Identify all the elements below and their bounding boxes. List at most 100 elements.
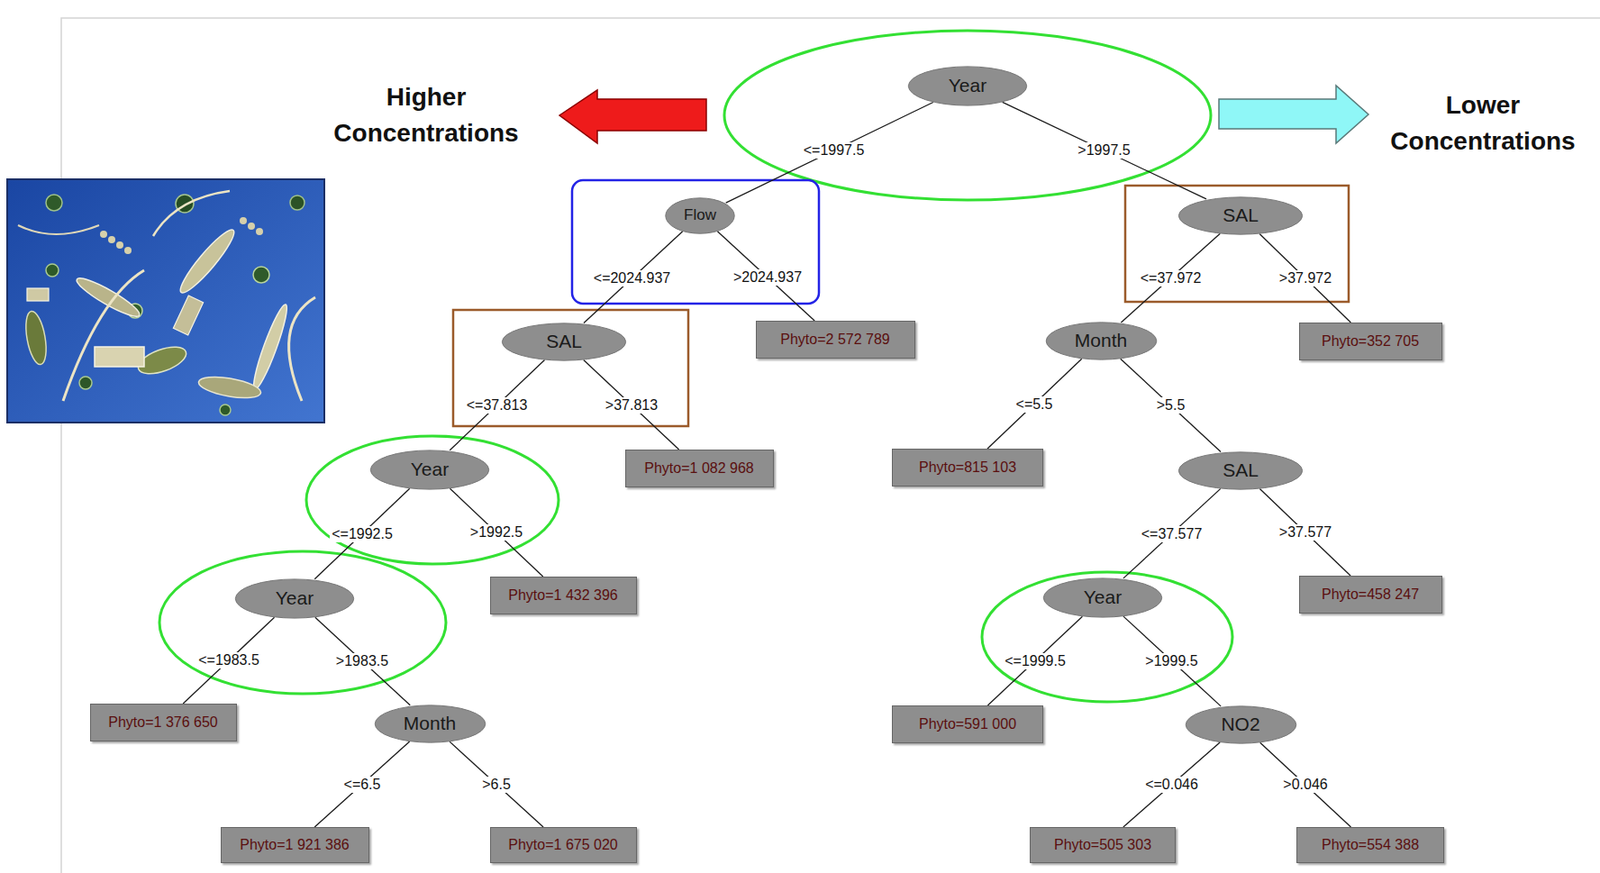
split-condition: <=0.046 [1143, 776, 1200, 793]
split-condition: >37.972 [1277, 270, 1334, 287]
split-condition: <=5.5 [1014, 396, 1055, 413]
split-node: Year [907, 65, 1028, 107]
node-text: Year [948, 74, 987, 97]
split-node: Year [234, 578, 355, 619]
node-text: Phyto=554 388 [1321, 836, 1419, 854]
node-text: Month [1074, 329, 1128, 352]
node-text: Year [1083, 586, 1122, 609]
connector-line [449, 741, 544, 828]
node-text: Phyto=2 572 789 [780, 331, 890, 348]
split-condition: <=1983.5 [196, 652, 262, 669]
node-text: Phyto=591 000 [918, 716, 1017, 733]
connector-line [1120, 233, 1220, 323]
leaf-box: Phyto=815 103 [891, 448, 1044, 487]
split-condition: <=37.813 [464, 397, 530, 414]
connector-line [583, 359, 680, 450]
node-text: Flow [683, 206, 717, 225]
split-condition: >1983.5 [334, 653, 391, 670]
connector-line [1123, 742, 1220, 828]
split-condition: >0.046 [1281, 776, 1329, 793]
split-condition: <=6.5 [342, 776, 383, 793]
highlight-rect [1125, 185, 1349, 302]
leaf-box: Phyto=1 432 396 [490, 576, 637, 615]
split-condition: <=37.972 [1138, 270, 1204, 287]
split-condition: >37.577 [1277, 524, 1334, 541]
split-node: SAL [1177, 451, 1304, 491]
connector-line [1259, 488, 1351, 576]
leaf-box: Phyto=505 303 [1029, 827, 1176, 864]
connector-line [449, 488, 543, 577]
leaf-box: Phyto=591 000 [891, 705, 1044, 744]
split-condition: <=1999.5 [1002, 653, 1068, 670]
connector-line [1259, 234, 1351, 323]
leaf-box: Phyto=1 082 968 [625, 449, 774, 488]
node-text: Year [410, 458, 449, 481]
split-condition: >1999.5 [1143, 653, 1200, 670]
split-node: Month [1045, 321, 1158, 361]
leaf-box: Phyto=458 247 [1299, 575, 1443, 614]
split-condition: <=2024.937 [591, 270, 673, 287]
split-condition: >2024.937 [731, 269, 804, 286]
higher-arrow [559, 90, 707, 144]
split-condition: >6.5 [480, 776, 513, 793]
split-node: NO2 [1184, 705, 1298, 745]
node-text: SAL [545, 330, 582, 353]
node-text: Phyto=505 303 [1054, 836, 1152, 854]
highlight-ellipse [159, 551, 446, 694]
lower-arrow [1218, 85, 1369, 144]
split-condition: >1992.5 [468, 524, 525, 541]
direction-label: Higher Concentrations [318, 79, 535, 152]
connector-line [315, 617, 410, 706]
connector-line [449, 359, 545, 450]
split-node: Year [1042, 577, 1164, 619]
node-text: SAL [1222, 459, 1259, 482]
connector-line [314, 488, 410, 580]
node-text: Month [403, 712, 456, 735]
connector-line [1260, 742, 1352, 828]
split-node: Month [373, 704, 487, 744]
split-node: SAL [500, 322, 628, 362]
split-node: Year [369, 449, 491, 491]
split-condition: >37.813 [603, 397, 660, 414]
connector-line [717, 231, 815, 321]
split-condition: <=1997.5 [801, 142, 867, 159]
connector-line [182, 617, 274, 704]
node-text: Phyto=1 675 020 [508, 836, 618, 854]
connector-line [583, 231, 683, 324]
phytoplankton-picture [7, 179, 325, 423]
highlight-ellipse [306, 436, 559, 564]
highlight-rect [453, 309, 689, 427]
node-text: Phyto=458 247 [1321, 586, 1419, 603]
connector-line [1123, 616, 1221, 707]
highlight-rect [572, 180, 819, 304]
split-node: SAL [1177, 196, 1304, 236]
connector-line [1123, 488, 1221, 578]
node-text: Phyto=1 082 968 [644, 460, 754, 477]
leaf-box: Phyto=554 388 [1296, 827, 1445, 864]
node-text: Year [275, 587, 314, 610]
leaf-box: Phyto=1 376 650 [90, 703, 237, 742]
split-condition: >5.5 [1154, 397, 1188, 414]
highlight-ellipse [724, 30, 1211, 200]
direction-label: Lower Concentrations [1374, 87, 1591, 160]
leaf-box: Phyto=1 675 020 [490, 827, 637, 864]
node-text: NO2 [1220, 713, 1260, 736]
split-node: Flow [664, 197, 736, 235]
connector-line [987, 358, 1082, 449]
split-condition: <=37.577 [1139, 526, 1205, 543]
leaf-box: Phyto=2 572 789 [755, 320, 916, 359]
connector-line [726, 101, 934, 203]
node-text: Phyto=1 432 396 [508, 587, 618, 604]
connector-line [314, 741, 410, 828]
connector-line [1120, 358, 1221, 452]
leaf-box: Phyto=1 921 386 [220, 827, 370, 864]
frame-line [61, 18, 1600, 873]
node-text: SAL [1222, 204, 1259, 227]
node-text: Phyto=1 376 650 [108, 714, 218, 731]
connector-line [1002, 101, 1207, 200]
split-condition: <=1992.5 [329, 526, 395, 543]
node-text: Phyto=352 705 [1321, 333, 1419, 350]
split-condition: >1997.5 [1075, 142, 1132, 159]
